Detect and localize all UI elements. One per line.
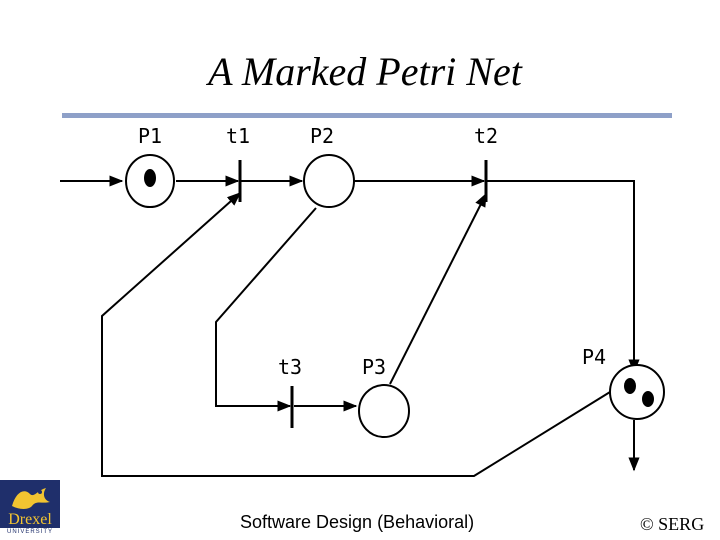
place-label-p4: P4 [582,345,606,369]
transition-label-t1: t1 [226,124,250,148]
arc-p3-to-t2 [389,192,487,385]
drexel-logo: Drexel UNIVERSITY [0,480,60,538]
token-p4-a [624,378,636,394]
token-p1 [144,169,156,187]
logo-badge: Drexel [0,480,60,528]
arc-t2-to-p4 [486,180,640,374]
arc-p4-to-t1 [101,192,611,477]
slide-title: A Marked Petri Net [208,49,522,94]
title-divider [62,113,672,118]
dragon-icon [12,488,50,509]
place-p2 [303,154,355,208]
footer-copyright: © SERG [640,514,705,534]
place-label-p1: P1 [138,124,162,148]
token-p4-b [642,391,654,407]
footer-course-title: Software Design (Behavioral) [240,512,475,532]
place-label-p2: P2 [310,124,334,148]
transition-label-t2: t2 [474,124,498,148]
place-p4 [609,364,665,420]
transition-label-t3: t3 [278,355,302,379]
place-p3 [358,384,410,438]
logo-subtitle: UNIVERSITY [6,529,53,535]
logo-wordmark: Drexel [8,511,52,528]
place-label-p3: P3 [362,355,386,379]
arc-p2-to-t3 [215,207,317,412]
